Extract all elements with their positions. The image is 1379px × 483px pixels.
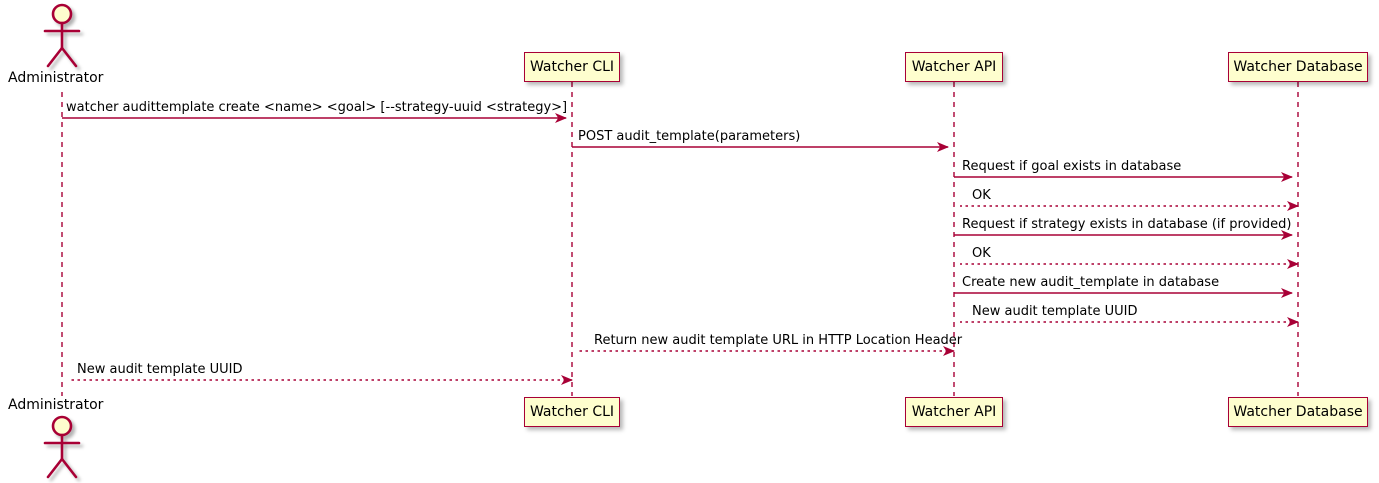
message-label-5: Request if strategy exists in database (…	[962, 217, 1292, 232]
message-label-3: Request if goal exists in database	[962, 159, 1182, 174]
message-label-4: OK	[972, 188, 991, 203]
message-label-8: New audit template UUID	[972, 304, 1138, 319]
participant-box-watcher-api-bottom[interactable]: Watcher API	[905, 397, 1003, 427]
message-label-10: New audit template UUID	[77, 362, 243, 377]
participant-box-watcher-api-top[interactable]: Watcher API	[905, 52, 1003, 82]
actor-administrator-top-icon	[43, 3, 81, 68]
message-label-2: POST audit_template(parameters)	[578, 129, 801, 144]
participant-box-watcher-cli-bottom[interactable]: Watcher CLI	[524, 397, 620, 427]
message-label-1: watcher audittemplate create <name> <goa…	[66, 100, 568, 115]
actor-label-administrator-top: Administrator	[8, 70, 104, 86]
message-arrows	[62, 113, 1299, 385]
participant-box-watcher-database-top[interactable]: Watcher Database	[1228, 52, 1368, 82]
participant-box-watcher-database-bottom[interactable]: Watcher Database	[1228, 397, 1368, 427]
message-label-7: Create new audit_template in database	[962, 275, 1220, 290]
message-label-6: OK	[972, 246, 991, 261]
actor-label-administrator-bottom: Administrator	[8, 397, 104, 413]
message-label-9: Return new audit template URL in HTTP Lo…	[594, 333, 963, 348]
participant-box-watcher-cli-top[interactable]: Watcher CLI	[524, 52, 620, 82]
actor-administrator-bottom-icon	[43, 415, 81, 479]
lifelines	[61, 82, 1299, 396]
